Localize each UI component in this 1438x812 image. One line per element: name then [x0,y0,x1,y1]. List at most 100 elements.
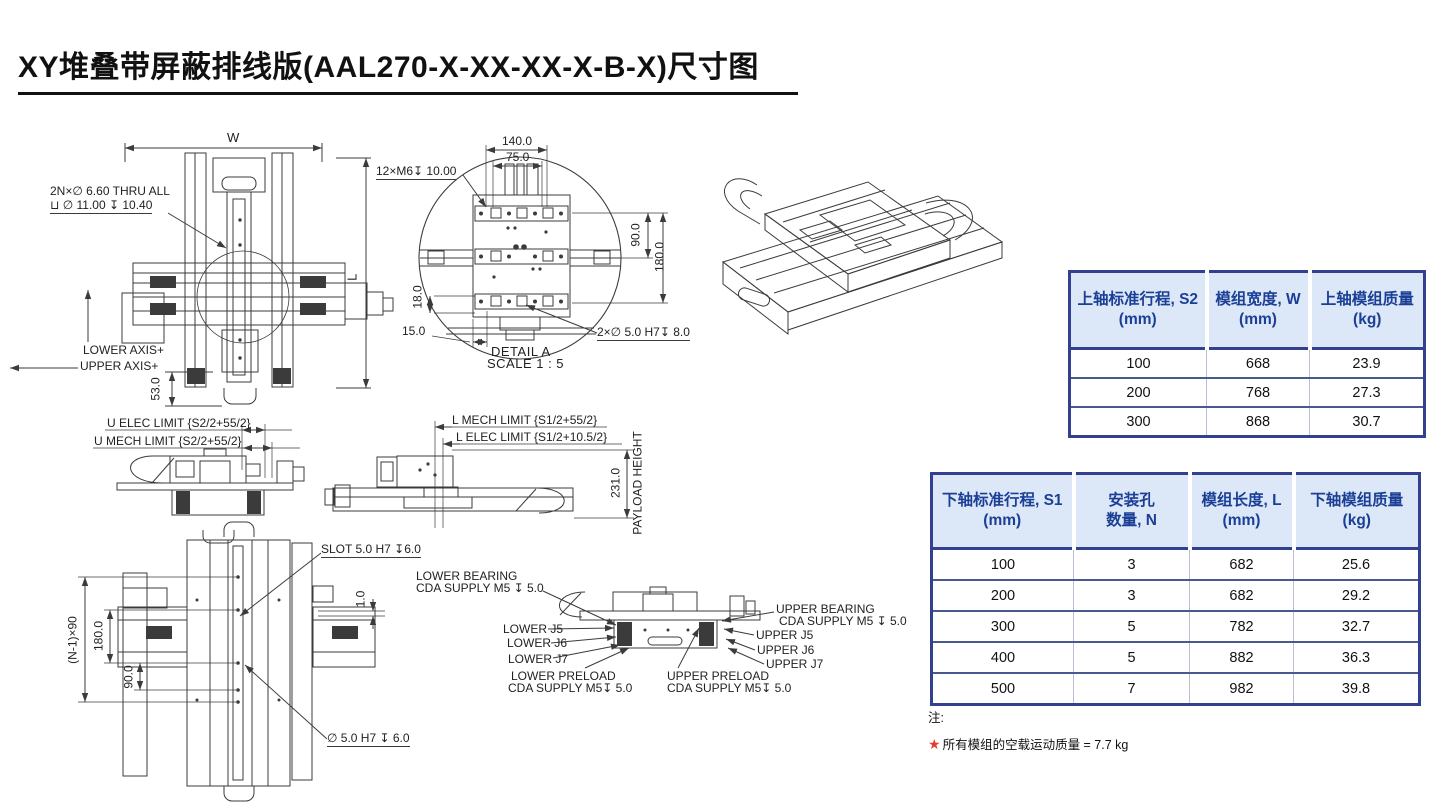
dim-15-label: 15.0 [402,324,426,338]
table-cell: 3 [1073,579,1190,611]
table-cell: 400 [931,641,1074,673]
table-cell: 668 [1206,348,1310,378]
pin-note2-label: ∅ 5.0 H7 ↧ 6.0 [327,731,410,747]
table-row: 200 3 682 29.2 [931,579,1420,611]
lower-j7-label: LOWER J7 [508,652,569,666]
table-cell: 36.3 [1293,641,1420,673]
table-row: 100 3 682 25.6 [931,548,1420,580]
isometric-view [721,178,1004,336]
column-header: 模组长度, L(mm) [1187,473,1294,550]
table-row: 400 5 882 36.3 [931,641,1420,673]
table-cell: 5 [1073,610,1190,642]
table-cell: 768 [1206,377,1310,407]
table-row: 100 668 23.9 [1069,348,1425,378]
table-cell: 23.9 [1309,348,1425,378]
table-cell: 200 [1069,377,1207,407]
title-underline [18,92,798,95]
hole-note-line2: ⊔ ∅ 11.00 ↧ 10.40 [50,198,153,214]
upper-preload-line2: CDA SUPPLY M5↧ 5.0 [667,681,792,695]
column-header: 下轴模组质量(kg) [1291,473,1420,550]
hole-note-line1: 2N×∅ 6.60 THRU ALL [50,184,170,198]
upper-j5-label: UPPER J5 [756,628,814,642]
note-label: 注: [928,711,944,725]
table-cell: 868 [1206,406,1310,437]
table-cell: 100 [1069,348,1207,378]
dim-90b-label: 90.0 [121,665,136,689]
dim-90-label: 90.0 [628,223,643,247]
lower-axis-table: 下轴标准行程, S1(mm) 安装孔数量, N 模组长度, L(mm) 下轴模组… [930,472,1421,706]
slot-note-label: SLOT 5.0 H7 ↧6.0 [321,542,421,558]
column-header: 上轴模组质量(kg) [1307,271,1425,350]
cda-side-view [542,586,775,669]
lower-preload-line2: CDA SUPPLY M5↧ 5.0 [508,681,633,695]
dim-75-label: 75.0 [506,150,530,164]
lower-bearing-line2: CDA SUPPLY M5 ↧ 5.0 [416,581,544,595]
l-elec-limit-label: L ELEC LIMIT {S1/2+10.5/2} [456,430,608,444]
table-cell: 682 [1189,548,1294,580]
dim-231-label: 231.0 [608,467,623,499]
note-line: ★所有模组的空载运动质量 = 7.7 kg [928,734,1128,753]
notes-block: 注: ★所有模组的空载运动质量 = 7.7 kg [928,707,1128,753]
lower-preload-line1: LOWER PRELOAD [511,669,616,683]
dim-pitch-label: (N-1)×90 [65,616,80,664]
table-cell: 32.7 [1293,610,1420,642]
table-cell: 30.7 [1309,406,1425,437]
u-elec-limit-label: U ELEC LIMIT {S2/2+55/2} [107,416,251,430]
detail-a-caption: DETAIL A [491,344,551,359]
upper-bearing-line2: CDA SUPPLY M5 ↧ 5.0 [779,614,907,628]
dim-w-label: W [227,130,240,145]
table-row: 300 5 782 32.7 [931,610,1420,642]
table-header-row: 下轴标准行程, S1(mm) 安装孔数量, N 模组长度, L(mm) 下轴模组… [931,473,1420,550]
dim-180-label: 180.0 [652,241,667,273]
thread-note-label: 12×M6↧ 10.00 [376,164,457,180]
dim-18-label: 18.0 [410,285,425,309]
page-title: XY堆叠带屏蔽排线版(AAL270-X-XX-XX-X-B-X)尺寸图 [18,51,759,84]
lower-j6-label: LOWER J6 [507,636,568,650]
table-cell: 25.6 [1293,548,1420,580]
table-cell: 27.3 [1309,377,1425,407]
upper-j6-label: UPPER J6 [757,643,815,657]
lower-axis-label: LOWER AXIS+ [83,343,165,357]
table-header-row: 上轴标准行程, S2(mm) 模组宽度, W(mm) 上轴模组质量(kg) [1069,271,1425,350]
dim-53-label: 53.0 [148,377,163,401]
table-cell: 782 [1189,610,1294,642]
table-cell: 7 [1073,672,1190,705]
page-header: XY堆叠带屏蔽排线版(AAL270-X-XX-XX-X-B-X)尺寸图 [18,42,798,95]
u-mech-limit-label: U MECH LIMIT {S2/2+55/2} [94,434,242,448]
dim-180b-label: 180.0 [91,620,106,652]
table-cell: 982 [1189,672,1294,705]
upper-axis-table: 上轴标准行程, S2(mm) 模组宽度, W(mm) 上轴模组质量(kg) 10… [1068,270,1426,438]
table-cell: 100 [931,548,1074,580]
dim-1-label: 1.0 [353,590,368,608]
column-header: 安装孔数量, N [1071,473,1190,550]
table-cell: 29.2 [1293,579,1420,611]
table-row: 300 868 30.7 [1069,406,1425,437]
table-cell: 682 [1189,579,1294,611]
star-icon: ★ [928,736,941,752]
upper-preload-line1: UPPER PRELOAD [667,669,770,683]
column-header: 模组宽度, W(mm) [1204,271,1310,350]
table-cell: 882 [1189,641,1294,673]
upper-j7-label: UPPER J7 [766,657,824,671]
l-mech-limit-label: L MECH LIMIT {S1/2+55/2} [452,413,598,427]
lower-bearing-line1: LOWER BEARING [416,569,518,583]
table-cell: 3 [1073,548,1190,580]
payload-height-label: PAYLOAD HEIGHT [630,431,645,535]
upper-side-view [93,424,305,544]
dim-140-label: 140.0 [502,134,533,148]
table-cell: 200 [931,579,1074,611]
front-view [10,143,394,407]
table-cell: 5 [1073,641,1190,673]
table-cell: 39.8 [1293,672,1420,705]
upper-axis-label: UPPER AXIS+ [80,359,159,373]
column-header: 下轴标准行程, S1(mm) [931,473,1074,550]
lower-side-view [324,421,634,528]
table-row: 500 7 982 39.8 [931,672,1420,705]
note-text: 所有模组的空载运动质量 = 7.7 kg [942,738,1129,752]
table-row: 200 768 27.3 [1069,377,1425,407]
table-cell: 300 [931,610,1074,642]
bottom-view [78,521,385,802]
table-cell: 300 [1069,406,1207,437]
